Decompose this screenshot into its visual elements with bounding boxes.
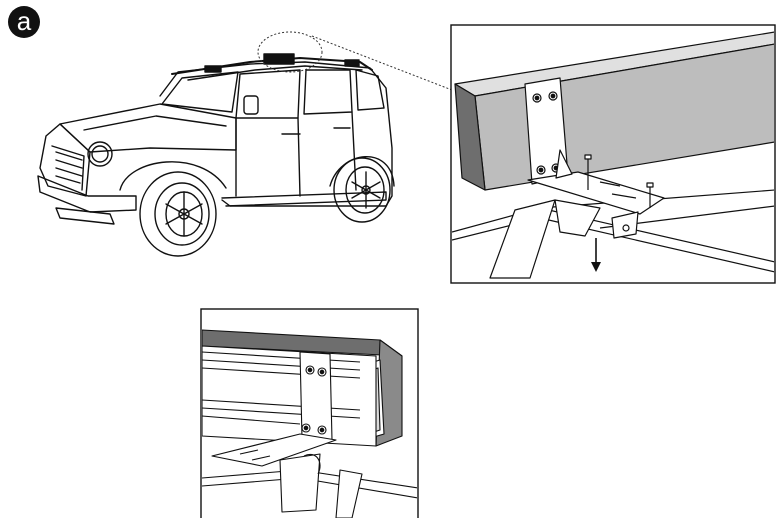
step-badge: a bbox=[8, 6, 40, 38]
roof-rail-left bbox=[171, 57, 373, 75]
rear-wheel bbox=[333, 157, 391, 223]
callout bbox=[257, 31, 453, 91]
suv-illustration bbox=[37, 53, 395, 257]
front-wheel bbox=[139, 171, 217, 257]
step-label: a bbox=[16, 6, 32, 36]
roof-rack-bracket bbox=[263, 53, 295, 65]
detail-panel-top bbox=[450, 24, 776, 284]
detail-panel-bottom bbox=[200, 308, 419, 518]
down-arrow-icon bbox=[591, 238, 601, 272]
